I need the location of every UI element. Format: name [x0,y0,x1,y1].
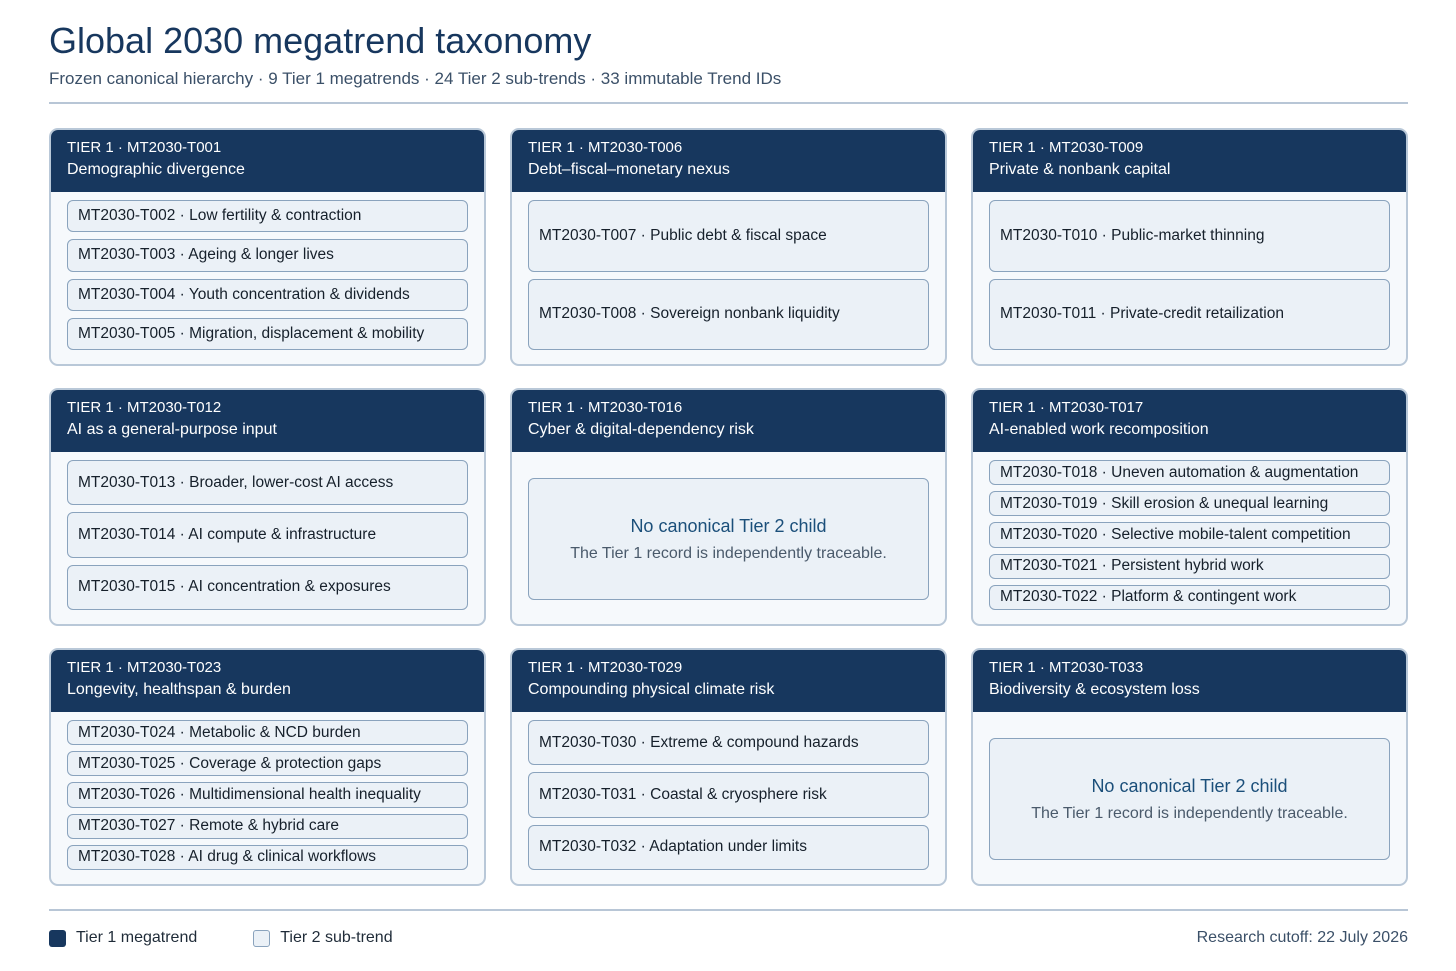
header-divider [49,102,1408,104]
page-title: Global 2030 megatrend taxonomy [49,20,592,61]
tier2-item: MT2030-T028 · AI drug & clinical workflo… [67,844,468,871]
page-subtitle: Frozen canonical hierarchy · 9 Tier 1 me… [49,69,782,88]
legend-label-tier1: Tier 1 megatrend [76,929,198,946]
tier2-item: MT2030-T008 · Sovereign nonbank liquidit… [528,278,929,350]
tier2-item: MT2030-T005 · Migration, displacement & … [67,317,468,350]
tier1-name: Private & nonbank capital [989,161,1171,178]
tier2-item: MT2030-T015 · AI concentration & exposur… [67,564,468,610]
tier1-id: TIER 1 · MT2030-T023 [67,659,222,676]
tier1-swatch-icon [49,929,66,947]
tier1-name: Debt–fiscal–monetary nexus [528,161,730,178]
tier2-item: MT2030-T030 · Extreme & compound hazards [528,720,929,766]
tier1-id: TIER 1 · MT2030-T017 [989,399,1144,416]
tier1-name: AI-enabled work recomposition [989,421,1209,438]
tier2-item: MT2030-T022 · Platform & contingent work [989,584,1390,611]
tier1-id: TIER 1 · MT2030-T001 [67,139,222,156]
tier1-name: Longevity, healthspan & burden [67,681,291,698]
legend: Tier 1 megatrend Tier 2 sub-trend [49,929,449,947]
tier2-item: MT2030-T025 · Coverage & protection gaps [67,751,468,777]
legend-item-tier1: Tier 1 megatrend [49,929,197,947]
footer-divider [49,909,1408,911]
tier2-item: MT2030-T014 · AI compute & infrastructur… [67,512,468,558]
empty-title: No canonical Tier 2 child [630,515,827,536]
tier2-item: MT2030-T002 · Low fertility & contractio… [67,200,468,233]
tier1-name: Compounding physical climate risk [528,681,775,698]
tier2-item: MT2030-T026 · Multidimensional health in… [67,782,468,808]
tier2-item: MT2030-T003 · Ageing & longer lives [67,239,468,272]
tier1-id: TIER 1 · MT2030-T006 [528,139,683,156]
legend-item-tier2: Tier 2 sub-trend [253,929,393,947]
tier2-item: MT2030-T004 · Youth concentration & divi… [67,278,468,311]
tier1-name: Cyber & digital-dependency risk [528,421,754,438]
legend-label-tier2: Tier 2 sub-trend [280,929,393,946]
tier2-item: MT2030-T019 · Skill erosion & unequal le… [989,491,1390,517]
tier2-item: MT2030-T007 · Public debt & fiscal space [528,200,929,272]
empty-note: The Tier 1 record is independently trace… [1031,804,1348,822]
research-cutoff: Research cutoff: 22 July 2026 [1196,929,1408,946]
tier2-item: MT2030-T031 · Coastal & cryosphere risk [528,772,929,818]
empty-title: No canonical Tier 2 child [1091,775,1288,796]
tier1-id: TIER 1 · MT2030-T009 [989,139,1144,156]
tier2-list: MT2030-T007 · Public debt & fiscal space… [512,192,945,364]
tier1-name: Biodiversity & ecosystem loss [989,681,1200,698]
tier2-list: MT2030-T030 · Extreme & compound hazards… [512,712,945,884]
tier2-item: MT2030-T021 · Persistent hybrid work [989,553,1390,579]
empty-note: The Tier 1 record is independently trace… [570,544,887,562]
tier2-list: MT2030-T013 · Broader, lower-cost AI acc… [51,452,484,624]
tier1-name: Demographic divergence [67,161,245,178]
tier2-swatch-icon [253,929,271,947]
tier1-id: TIER 1 · MT2030-T029 [528,659,683,676]
tier1-id: TIER 1 · MT2030-T016 [528,399,683,416]
tier2-item: MT2030-T024 · Metabolic & NCD burden [67,720,468,746]
tier2-item: MT2030-T013 · Broader, lower-cost AI acc… [67,460,468,506]
tier2-item: MT2030-T018 · Uneven automation & augmen… [989,460,1390,486]
tier1-id: TIER 1 · MT2030-T033 [989,659,1144,676]
tier1-id: TIER 1 · MT2030-T012 [67,399,222,416]
tier2-item: MT2030-T020 · Selective mobile-talent co… [989,522,1390,548]
tier2-list: MT2030-T002 · Low fertility & contractio… [51,192,484,364]
megatrend-card: TIER 1 · MT2030-T012 AI as a general-purp… [49,388,486,626]
tier2-item: MT2030-T032 · Adaptation under limits [528,824,929,870]
tier2-item: MT2030-T011 · Private-credit retailizati… [989,278,1390,350]
tier1-header: TIER 1 · MT2030-T012 AI as a general-purp… [51,390,484,452]
tier2-item: MT2030-T027 · Remote & hybrid care [67,813,468,839]
tier1-name: AI as a general-purpose input [67,421,277,438]
tier2-item: MT2030-T010 · Public-market thinning [989,200,1390,272]
tier2-list: MT2030-T018 · Uneven automation & augmen… [973,452,1406,624]
